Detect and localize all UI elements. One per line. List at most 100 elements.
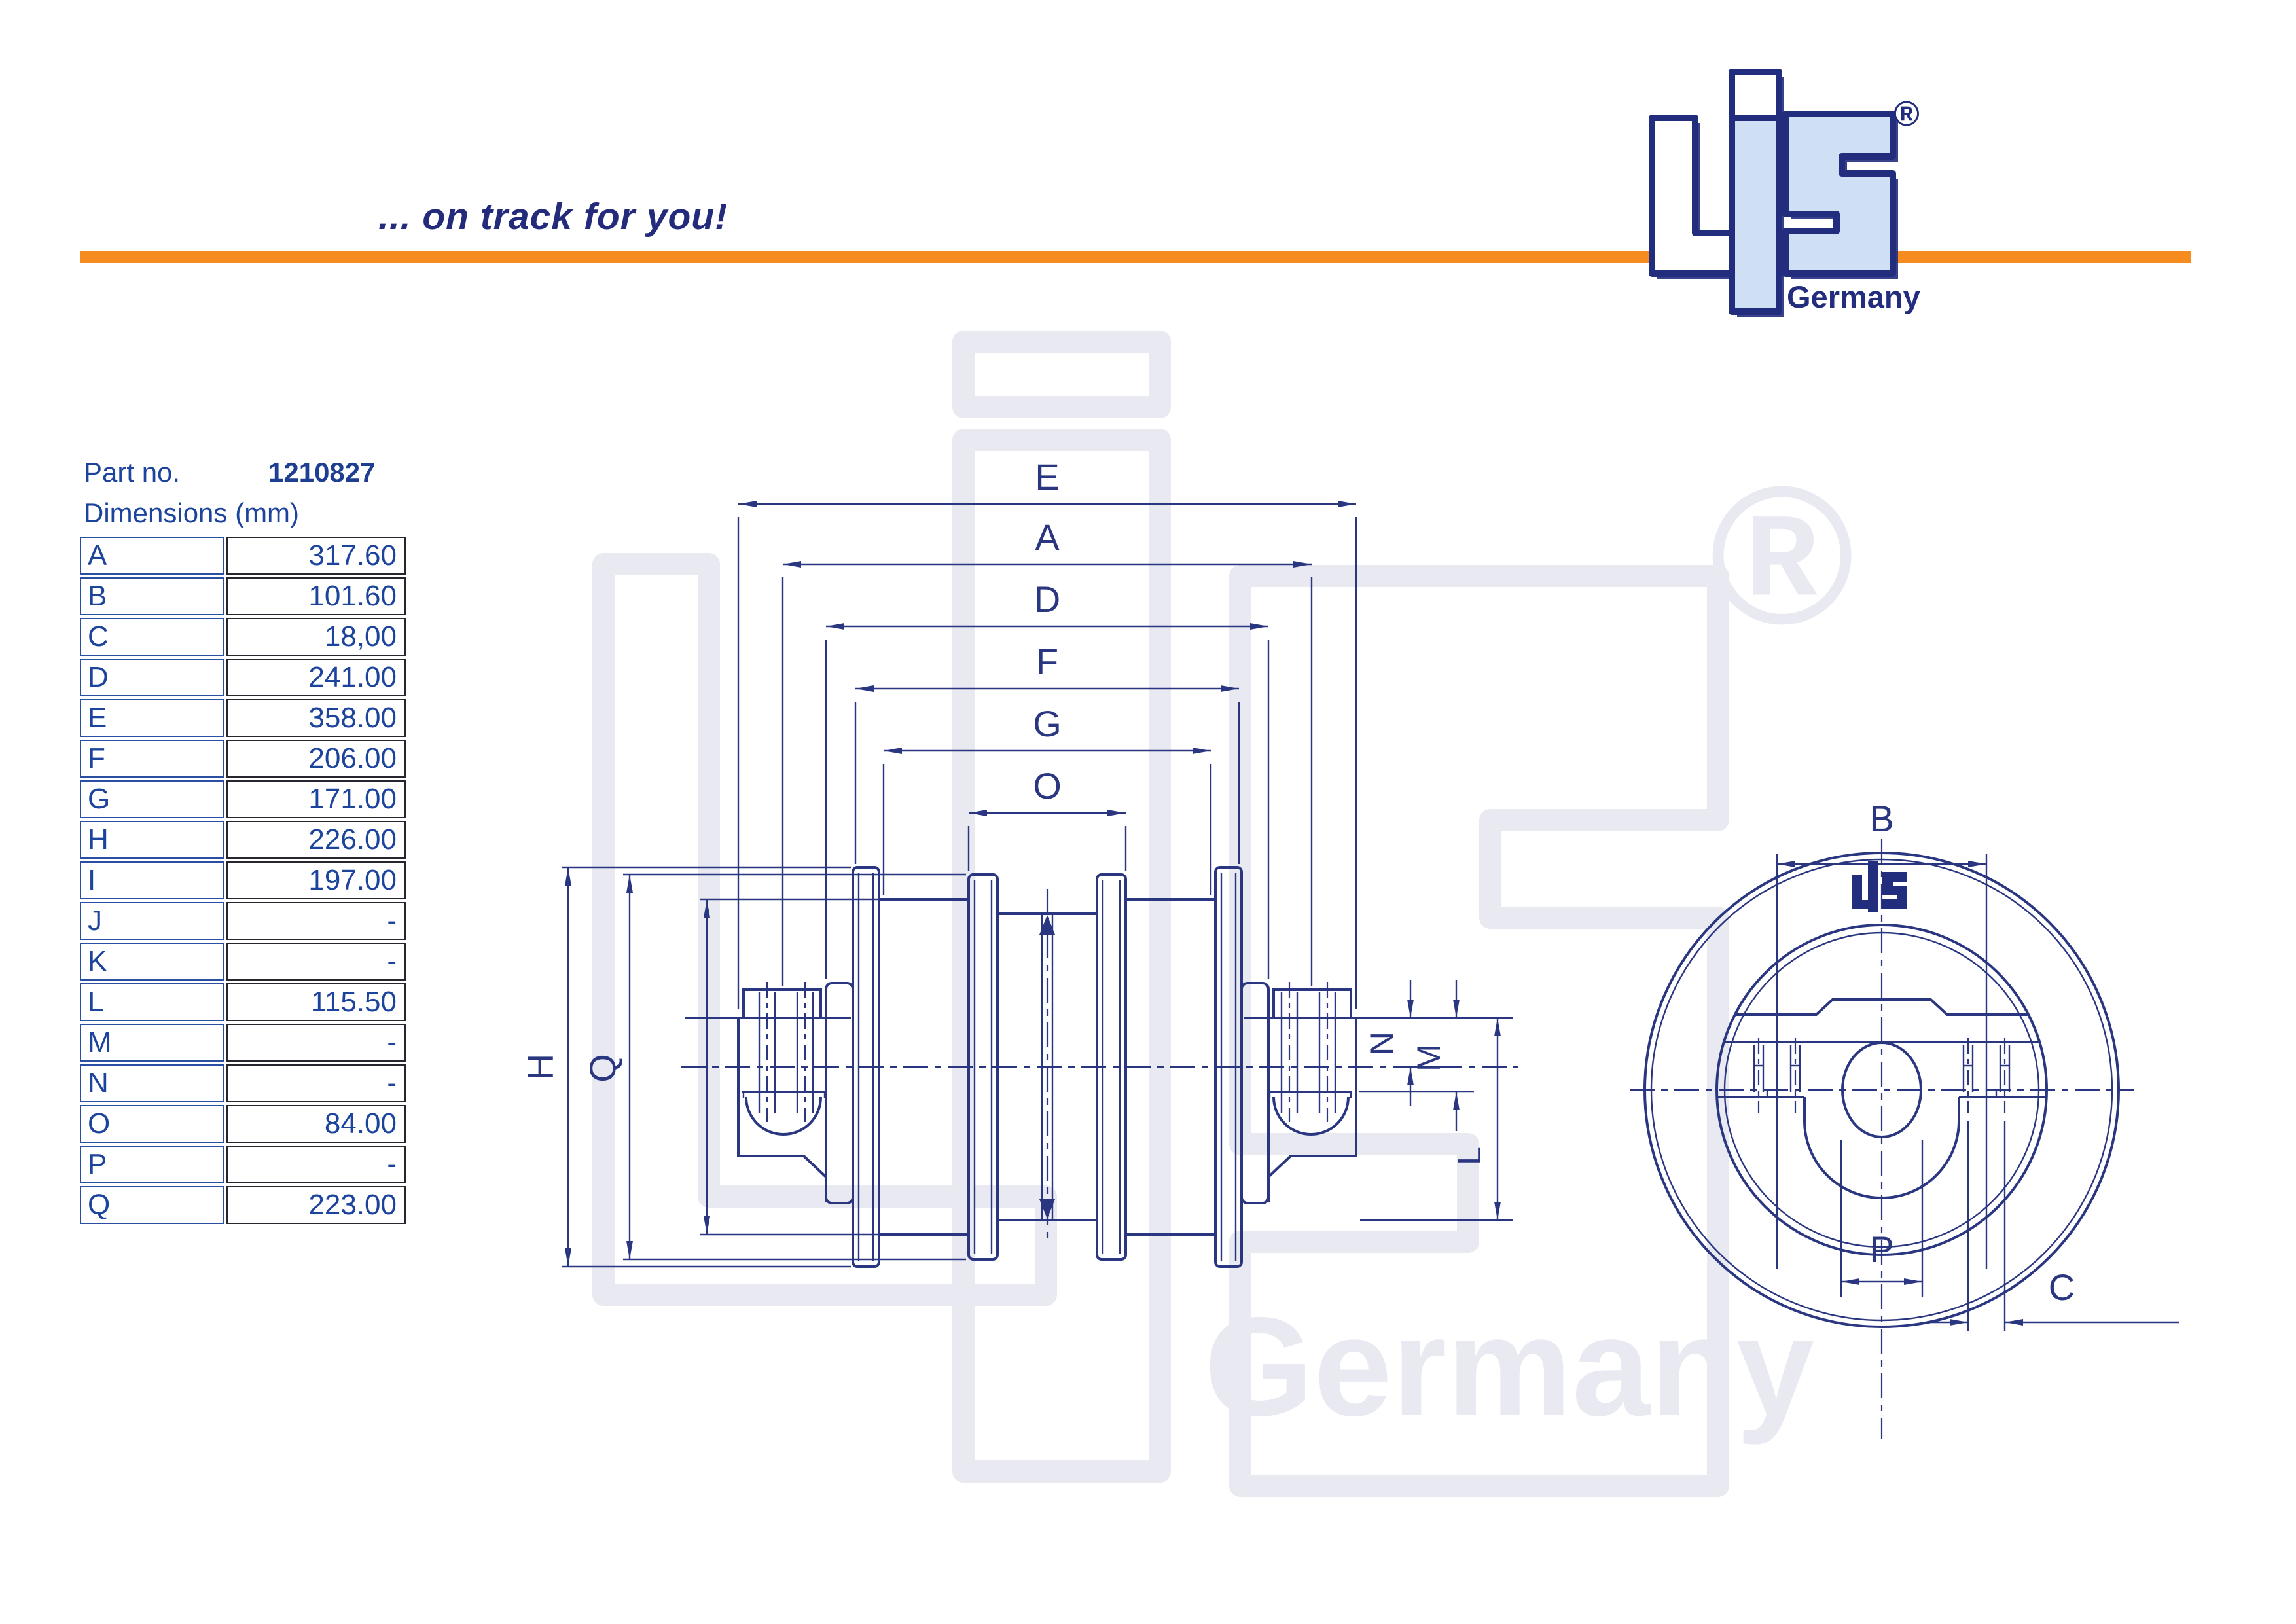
front-view: B P C [1630,798,2179,1439]
dimension-C: C [1926,1121,2179,1331]
dimension-A: A [781,516,1313,986]
dim-key: C [80,618,224,656]
logo-registered-mark: ® [1893,94,1920,134]
dimension-F-label: F [1036,641,1058,682]
part-number-label: Part no. [84,457,181,488]
dimension-G: G [882,703,1212,895]
dim-key: E [80,699,224,737]
dim-value: - [226,1064,406,1102]
dim-value: 84.00 [226,1105,406,1143]
dim-key: K [80,943,224,981]
dim-key: H [80,821,224,859]
watermark-letter-s-icon [1229,565,1729,1497]
dim-key: A [80,537,224,575]
dim-value: 206.00 [226,740,406,778]
dimension-B-label: B [1869,798,1893,839]
dim-value: - [226,902,406,940]
dimension-Q: Q [582,873,966,1261]
dim-key: N [80,1064,224,1102]
dim-value: - [226,1146,406,1183]
dimension-L-label: L [1451,1147,1488,1165]
dim-key: P [80,1146,224,1183]
lis-watermark-logo-icon: ® Germany [592,331,1854,1497]
dim-value: 18,00 [226,618,406,656]
watermark-letter-i-dot-icon [952,331,1171,418]
dim-key: F [80,740,224,778]
dimension-P: P [1840,1140,1924,1297]
dim-key: D [80,659,224,696]
tagline-text: ... on track for you! [378,196,728,238]
dim-value: 241.00 [226,659,406,696]
dimension-L: L [1451,1018,1501,1220]
lis-mark-icon [1852,861,1907,912]
dim-key: M [80,1024,224,1062]
dimension-E: E [737,456,1357,1009]
dim-value: 101.60 [226,577,406,615]
dim-value: 171.00 [226,780,406,818]
dimension-A-label: A [1035,516,1060,558]
part-number-row: Part no. 1210827 [84,457,376,488]
dim-key: G [80,780,224,818]
dim-key: O [80,1105,224,1143]
dimension-N: N [1363,980,1414,1106]
dim-key: L [80,983,224,1021]
dimension-H: H [520,866,851,1268]
dimension-F: F [854,641,1240,864]
dimension-D: D [825,579,1270,979]
dim-value: 358.00 [226,699,406,737]
watermark-germany-text: Germany [1204,1288,1814,1445]
dim-value: - [226,1024,406,1062]
dimension-E-label: E [1035,456,1059,497]
side-view: E A D F G O H [520,456,1518,1268]
dim-key: I [80,861,224,899]
table-row: P- [80,1146,406,1183]
logo-germany-text: Germany [1787,280,1920,314]
logo-letter-i-dot-icon [1729,69,1782,121]
dim-value: 197.00 [226,861,406,899]
table-row: K- [80,943,406,981]
dimension-B: B [1776,798,1988,1269]
dimension-Q-label: Q [582,1054,623,1083]
part-number-value: 1210827 [268,457,376,488]
watermark-registered-mark: ® [1710,445,1854,665]
dim-value: - [226,943,406,981]
dimension-D-label: D [1034,579,1060,620]
table-row: N- [80,1064,406,1102]
dimension-M-label: M [1410,1044,1447,1072]
watermark-letter-i-icon [952,429,1171,1483]
dimension-C-label: C [2049,1267,2075,1308]
dimension-O: O [967,765,1127,871]
dim-key: J [80,902,224,940]
dimension-O-label: O [1033,765,1062,806]
dim-key: B [80,577,224,615]
dim-value: 223.00 [226,1186,406,1224]
dim-value: 115.50 [226,983,406,1021]
dimension-H-label: H [520,1054,561,1080]
dimension-M: M [1410,980,1460,1131]
dimension-tread [700,898,879,1236]
logo-letter-s-icon [1782,111,1896,277]
dimension-G-label: G [1033,703,1062,744]
dim-value: 317.60 [226,537,406,575]
table-row: J- [80,902,406,940]
watermark-letter-l-icon [592,553,1057,1306]
front-view-bore [1841,1041,1922,1138]
dimensions-label: Dimensions (mm) [84,497,300,528]
front-view-bolt-holes [1753,1038,2011,1113]
table-row: M- [80,1024,406,1062]
lis-logo-icon: ® Germany [1649,69,1920,317]
